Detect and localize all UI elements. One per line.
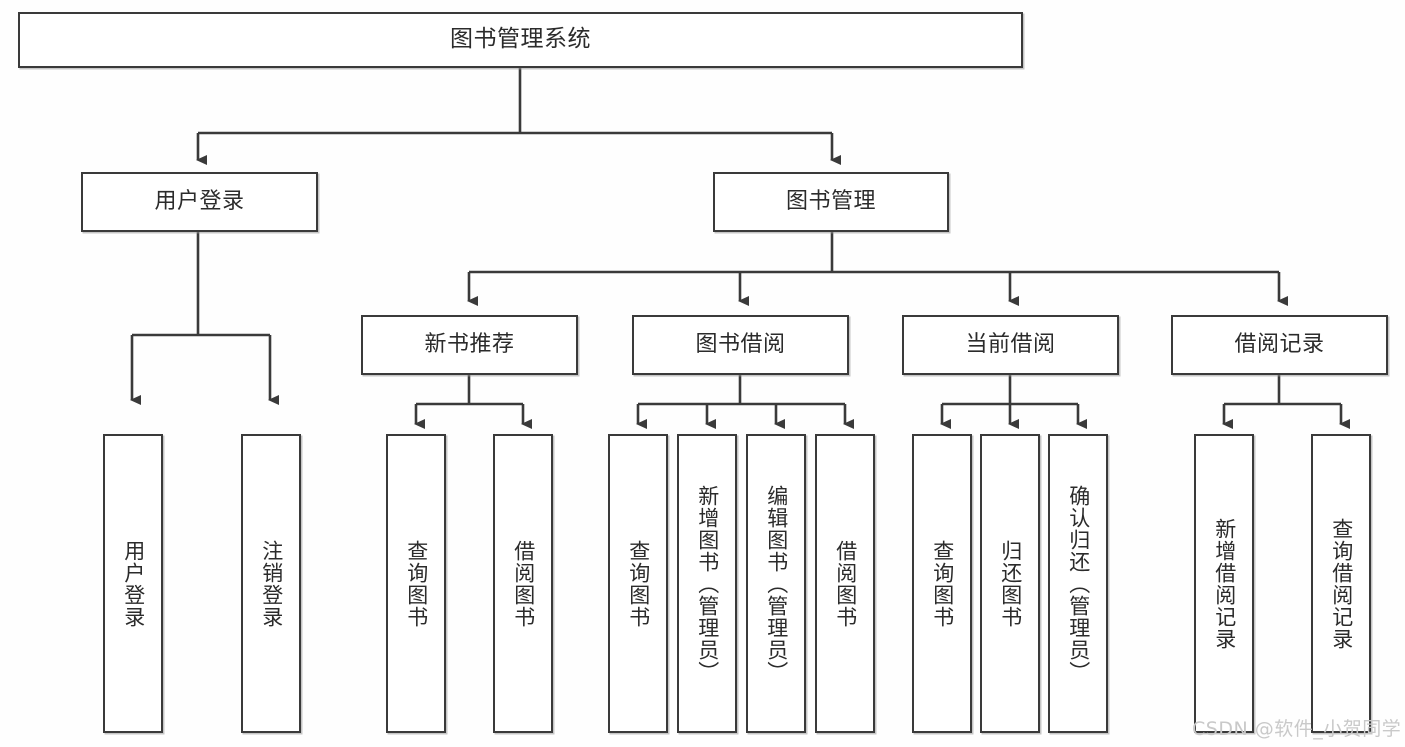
node-label: 查询借阅记录 xyxy=(1329,517,1354,650)
node-current-borrow[interactable]: 当前借阅 xyxy=(902,315,1119,375)
leaf-query-borrow-record[interactable]: 查询借阅记录 xyxy=(1311,434,1371,733)
leaf-add-borrow-record[interactable]: 新增借阅记录 xyxy=(1194,434,1254,733)
node-new-book-recommend[interactable]: 新书推荐 xyxy=(361,315,578,375)
node-label: 归还图书 xyxy=(998,539,1023,628)
node-label: 新书推荐 xyxy=(424,332,515,358)
leaf-query-book-current[interactable]: 查询图书 xyxy=(912,434,972,733)
node-label: 借阅图书 xyxy=(511,539,536,628)
node-label: 当前借阅 xyxy=(965,332,1056,358)
node-label: 查询图书 xyxy=(404,539,429,628)
node-user-login[interactable]: 用户登录 xyxy=(81,172,318,232)
leaf-confirm-return-admin[interactable]: 确认归还（管理员） xyxy=(1048,434,1108,733)
node-borrow-record[interactable]: 借阅记录 xyxy=(1171,315,1388,375)
leaf-borrow-book-recommend[interactable]: 借阅图书 xyxy=(493,434,553,733)
node-label: 图书借阅 xyxy=(695,332,786,358)
node-label: 新增图书（管理员） xyxy=(695,484,720,683)
node-root-system[interactable]: 图书管理系统 xyxy=(18,12,1023,68)
node-label: 图书管理系统 xyxy=(450,26,591,53)
leaf-borrow-book[interactable]: 借阅图书 xyxy=(815,434,875,733)
node-label: 新增借阅记录 xyxy=(1212,517,1237,650)
node-label: 编辑图书（管理员） xyxy=(764,484,789,683)
node-label: 注销登录 xyxy=(259,539,284,628)
node-label: 借阅图书 xyxy=(833,539,858,628)
leaf-add-book-admin[interactable]: 新增图书（管理员） xyxy=(677,434,737,733)
node-label: 借阅记录 xyxy=(1234,332,1325,358)
node-label: 用户登录 xyxy=(121,539,146,628)
node-book-management[interactable]: 图书管理 xyxy=(713,172,949,232)
node-label: 用户登录 xyxy=(154,189,245,215)
node-book-borrow[interactable]: 图书借阅 xyxy=(632,315,849,375)
leaf-user-login[interactable]: 用户登录 xyxy=(103,434,163,733)
leaf-logout-login[interactable]: 注销登录 xyxy=(241,434,301,733)
leaf-edit-book-admin[interactable]: 编辑图书（管理员） xyxy=(746,434,806,733)
leaf-return-book[interactable]: 归还图书 xyxy=(980,434,1040,733)
node-label: 确认归还（管理员） xyxy=(1066,484,1091,683)
leaf-query-book-borrow[interactable]: 查询图书 xyxy=(608,434,668,733)
leaf-query-book-recommend[interactable]: 查询图书 xyxy=(386,434,446,733)
watermark-text: CSDN @软件_小贺同学 xyxy=(1192,718,1402,740)
node-label: 查询图书 xyxy=(930,539,955,628)
node-label: 图书管理 xyxy=(785,189,876,215)
node-label: 查询图书 xyxy=(626,539,651,628)
